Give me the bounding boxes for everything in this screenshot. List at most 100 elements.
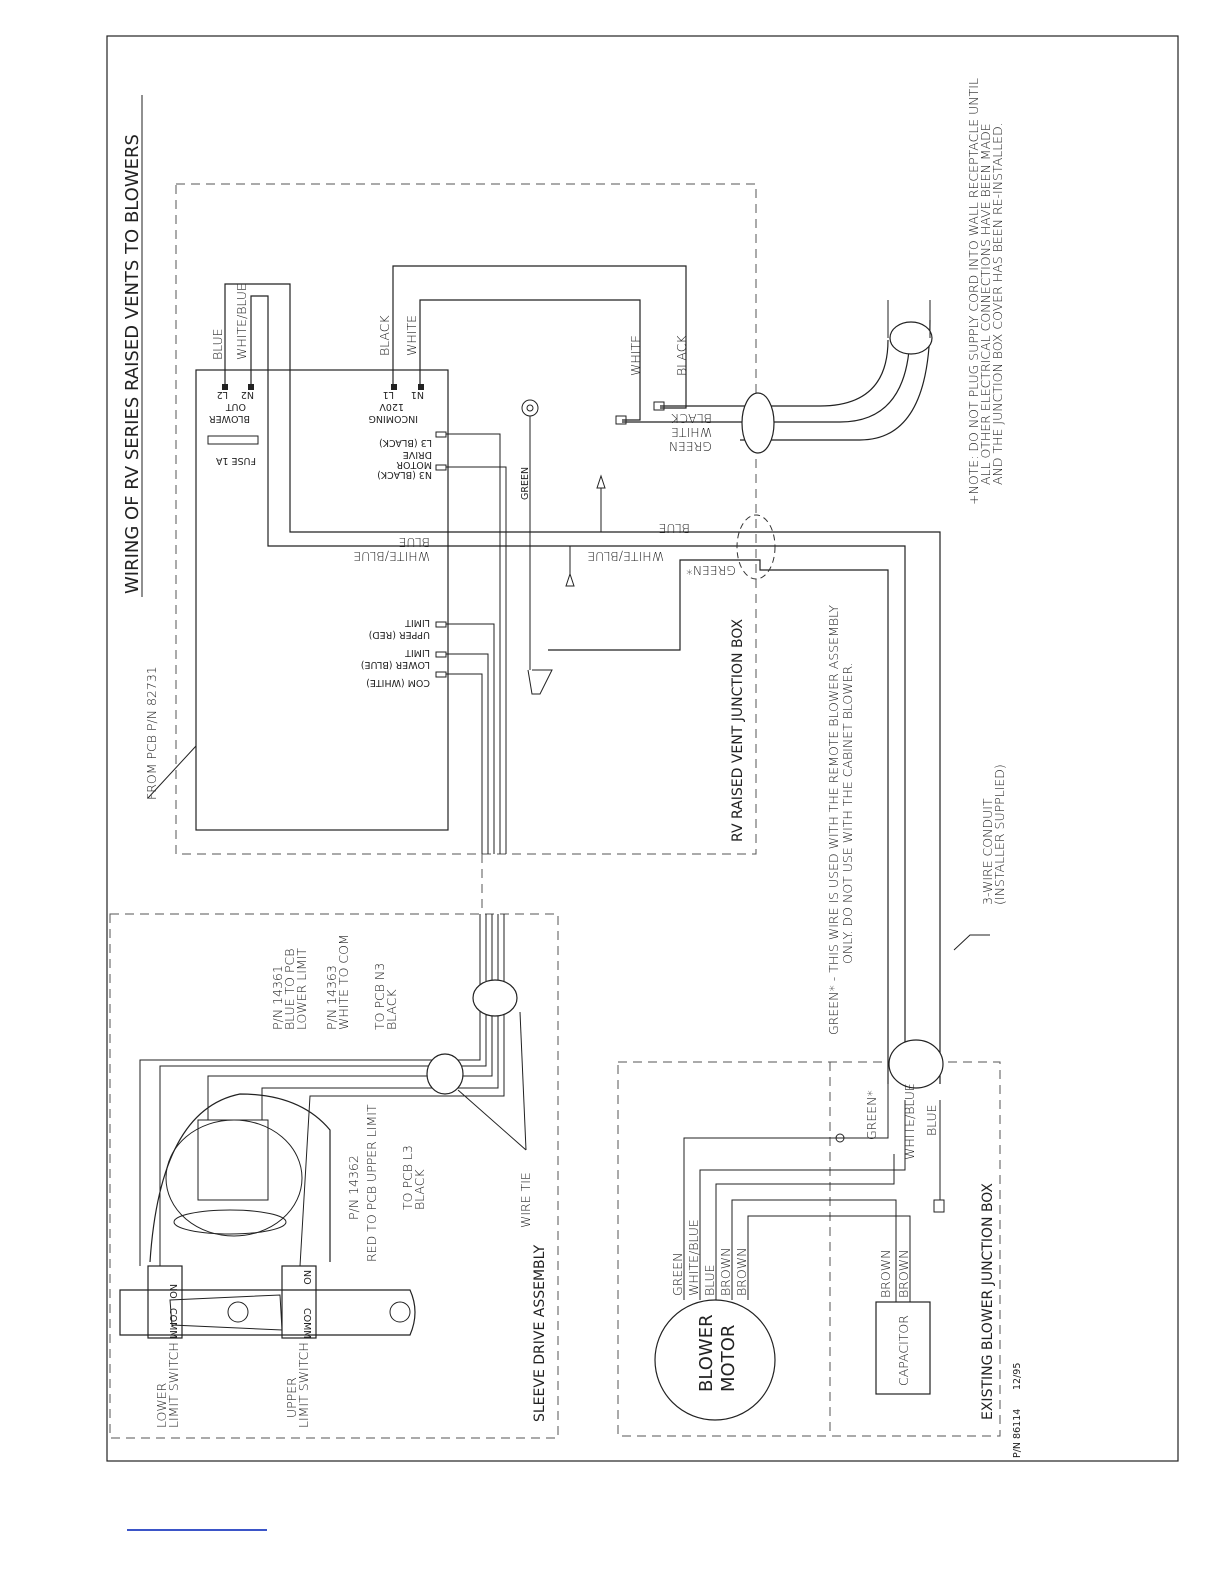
ground-screw (835, 1133, 845, 1143)
motor-lead-brown-2: BROWN (734, 1248, 749, 1296)
pcb-com: COM (WHITE) (366, 677, 430, 688)
supply-green (740, 319, 931, 441)
terminal-upper-limit (435, 621, 447, 628)
label-black-cord: BLACK (671, 411, 712, 426)
supply-black (660, 339, 889, 407)
pcb-lower-limit-1: LIMIT (405, 647, 430, 658)
wire-l3 (446, 433, 501, 854)
to-l3-line-2: BLACK (412, 1169, 427, 1210)
wire-com (446, 673, 483, 854)
gear-housing (197, 1119, 269, 1201)
label-blue-top: BLUE (210, 328, 225, 360)
wire-nut-white-blue (565, 572, 575, 587)
to-l3-line-1: TO PCB L3 (400, 1145, 415, 1210)
actuator-arm (169, 1294, 283, 1331)
diagram-title: WIRING OF RV SERIES RAISED VENTS TO BLOW… (122, 134, 143, 594)
green-note-line-1: GREEN* - THIS WIRE IS USED WITH THE REMO… (826, 605, 841, 1035)
wire-upper-limit (446, 623, 495, 854)
wire-white-blue-pcb (250, 295, 906, 1084)
label-white-blue-right: WHITE/BLUE (587, 549, 664, 564)
sleeve-assembly-outline (109, 913, 559, 1439)
wire-brown-2 (747, 1215, 911, 1302)
motor-base (173, 1209, 287, 1235)
conduit-label-1: 3-WIRE CONDUIT (980, 798, 995, 905)
motor-housing (149, 1093, 331, 1263)
pcb-upper-limit-0: UPPER (RED) (369, 629, 430, 640)
label-black-supply: BLACK (674, 335, 689, 376)
label-blue-blower: BLUE (924, 1104, 939, 1136)
from-pcb-label: FROM PCB P/N 82731 (144, 666, 159, 800)
blower-motor-label-2: MOTOR (718, 1325, 739, 1392)
wire-green-to-motor (683, 1084, 889, 1300)
motor-lead-blue: BLUE (702, 1264, 717, 1296)
wire-white-blue-motor (699, 1100, 906, 1300)
terminal-n2 (248, 384, 254, 390)
to-n3-line-2: BLACK (384, 989, 399, 1030)
label-green-star-blower: GREEN* (864, 1090, 879, 1140)
terminal-l1 (391, 384, 397, 390)
ground-ring-center (526, 404, 534, 412)
sheet-border (106, 35, 1179, 1462)
wire-blue-pcb (224, 283, 941, 1084)
label-blue-mid: BLUE (398, 535, 430, 550)
supply-cord-sheath (741, 392, 775, 454)
label-white-top: WHITE (404, 315, 419, 356)
terminal-l3 (435, 431, 447, 438)
terminal-lower-limit (435, 651, 447, 658)
label-white-blue-mid: WHITE/BLUE (353, 549, 430, 564)
rv-junction-box-outline (175, 183, 757, 855)
pcb-incoming-1: 120V (379, 401, 404, 412)
conduit-label-2: (INSTALLER SUPPLIED) (992, 764, 1007, 905)
to-n3-line-1: TO PCB N3 (372, 963, 387, 1030)
pcb-fuse: FUSE 1A (215, 455, 256, 466)
lower-switch-comm: COMM (167, 1308, 178, 1339)
pn14361-line-3: LOWER LIMIT (294, 948, 309, 1030)
conduit-blower (888, 1039, 944, 1089)
pcb-board (195, 369, 449, 831)
wire-tie-upper (472, 979, 518, 1017)
pn14361-line-2: BLUE TO PCB (282, 949, 297, 1030)
wire-nut-white (615, 415, 627, 425)
lower-switch-label-1: LOWER (154, 1382, 169, 1428)
pcb-motor-drive-0: MOTOR (396, 459, 432, 470)
blower-motor (654, 1299, 776, 1421)
wire-tie-lower (426, 1053, 464, 1095)
cap-lead-brown-1: BROWN (878, 1250, 893, 1298)
pcb-incoming-0: INCOMING (369, 413, 419, 424)
junction-box-label: RV RAISED VENT JUNCTION BOX (730, 619, 746, 842)
upper-switch-label-2: LIMIT SWITCH (296, 1342, 311, 1428)
terminal-l2 (222, 384, 228, 390)
blower-junction-label: EXISTING BLOWER JUNCTION BOX (980, 1183, 996, 1420)
pcb-l3: L3 (BLACK) (379, 437, 432, 448)
note-line-3: AND THE JUNCTION BOX COVER HAS BEEN RE-I… (990, 122, 1005, 485)
wire-white-incoming (419, 299, 641, 421)
label-white-blue-top: WHITE/BLUE (234, 283, 249, 360)
lower-switch-label-2: LIMIT SWITCH (166, 1342, 181, 1428)
part-number: P/N 86114 (1012, 1409, 1023, 1458)
footer-link-underline[interactable] (127, 1529, 267, 1531)
ground-ring (521, 399, 539, 417)
capacitor-label: CAPACITOR (896, 1315, 911, 1386)
pcb-l2: L2 (217, 389, 228, 400)
pn14363-line-2: WHITE TO COM (336, 934, 351, 1030)
supply-cord-end (889, 321, 933, 355)
motor-lead-brown-1: BROWN (718, 1248, 733, 1296)
pcb-l1: L1 (383, 389, 394, 400)
label-white-blue-blower: WHITE/BLUE (902, 1083, 917, 1160)
pcb-blower-out-0: BLOWER (209, 413, 250, 424)
conduit-pointer (953, 934, 990, 951)
label-green-ground: GREEN (520, 467, 531, 500)
pn14363-line-1: P/N 14363 (324, 965, 339, 1030)
pcb-blower-out-1: OUT (226, 401, 246, 412)
lower-switch-no: NO (167, 1284, 178, 1299)
label-white-cord: WHITE (671, 425, 712, 440)
wire-green-star (548, 559, 889, 1084)
terminal-n1 (418, 384, 424, 390)
pn14361-line-1: P/N 14361 (270, 965, 285, 1030)
upper-limit-switch (281, 1265, 317, 1339)
pcb-upper-limit-1: LIMIT (405, 617, 430, 628)
wire-lower-limit (446, 653, 489, 854)
motor-lead-white-blue: WHITE/BLUE (686, 1219, 701, 1296)
pcb-lower-limit-0: LOWER (BLUE) (361, 659, 430, 670)
pivot (227, 1301, 249, 1323)
